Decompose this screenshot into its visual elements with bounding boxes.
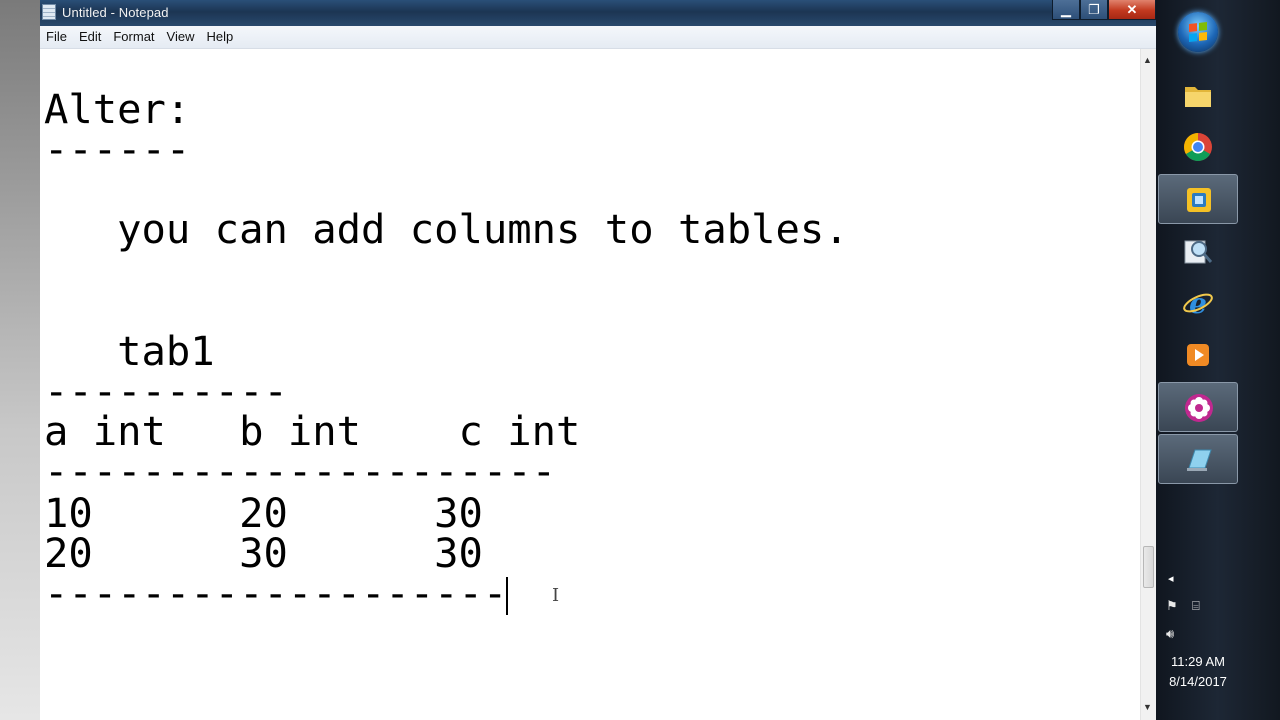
notepad-taskbar-icon xyxy=(1187,188,1211,212)
desktop-background xyxy=(0,0,40,720)
menu-file[interactable]: File xyxy=(46,29,67,44)
editor-line: you can add columns to tables. xyxy=(44,205,849,253)
taskbar-explorer[interactable] xyxy=(1158,70,1238,120)
start-button[interactable] xyxy=(1178,12,1218,52)
clock-date: 8/14/2017 xyxy=(1169,674,1227,689)
clock[interactable]: 11:29 AM 8/14/2017 xyxy=(1156,652,1240,692)
editor-line: Alter: xyxy=(44,85,191,133)
close-button[interactable]: ✕ xyxy=(1108,0,1156,20)
menu-edit[interactable]: Edit xyxy=(78,29,102,44)
window-title: Untitled - Notepad xyxy=(62,4,169,20)
ibeam-cursor-icon: I xyxy=(552,585,560,606)
taskbar-screen-app[interactable] xyxy=(1158,434,1238,484)
clock-time: 11:29 AM xyxy=(1171,654,1225,669)
vertical-scrollbar[interactable]: ▲ ▼ xyxy=(1140,49,1156,720)
editor-line: 10 20 30 xyxy=(44,489,483,537)
menu-help[interactable]: Help xyxy=(206,29,234,44)
editor-line: ---------- xyxy=(44,367,288,415)
window-controls: ▁ ❐ ✕ xyxy=(1052,0,1156,20)
editor-line: tab1 xyxy=(44,327,215,375)
minimize-button[interactable]: ▁ xyxy=(1052,0,1080,20)
scroll-up-icon[interactable]: ▲ xyxy=(1143,55,1152,65)
flower-icon xyxy=(1185,394,1213,422)
screen-icon xyxy=(1187,449,1212,471)
network-icon[interactable]: ⌸ xyxy=(1192,598,1200,613)
notepad-app-icon[interactable] xyxy=(42,4,56,20)
editor-line: ------ xyxy=(44,125,191,173)
taskbar-notepad[interactable] xyxy=(1158,174,1238,224)
tray-expand-icon[interactable]: ◂ xyxy=(1168,573,1174,585)
taskbar-media[interactable] xyxy=(1158,330,1238,380)
title-bar[interactable]: Untitled - Notepad ▁ ❐ ✕ xyxy=(40,0,1156,26)
media-player-icon xyxy=(1187,344,1209,366)
scroll-down-icon[interactable]: ▼ xyxy=(1143,702,1152,712)
menu-view[interactable]: View xyxy=(166,29,195,44)
title-group: Untitled - Notepad xyxy=(42,4,169,20)
menu-bar: File Edit Format View Help xyxy=(40,26,1156,49)
editor-line: --------------------- xyxy=(44,447,557,495)
volume-icon[interactable]: 🔊︎ xyxy=(1166,626,1175,641)
svg-text:e: e xyxy=(1189,287,1207,319)
taskbar: e ◂ ⚑ ⌸ 🔊︎ 11: xyxy=(1156,0,1280,720)
chrome-icon xyxy=(1184,133,1212,161)
taskbar-search[interactable] xyxy=(1158,226,1238,276)
taskbar-flower-app[interactable] xyxy=(1158,382,1238,432)
notepad-window: Untitled - Notepad ▁ ❐ ✕ File Edit Forma… xyxy=(40,0,1156,720)
folder-icon xyxy=(1185,87,1211,107)
editor-line: ------------------- xyxy=(44,569,508,617)
scroll-thumb[interactable] xyxy=(1143,546,1154,588)
windows-logo-icon xyxy=(1189,22,1207,42)
taskbar-ie[interactable]: e xyxy=(1158,278,1238,328)
action-center-flag-icon[interactable]: ⚑ xyxy=(1166,598,1178,613)
magnifier-icon xyxy=(1184,240,1213,264)
ie-icon: e xyxy=(1183,287,1213,319)
taskbar-chrome[interactable] xyxy=(1158,122,1238,172)
text-caret xyxy=(506,577,508,615)
maximize-button[interactable]: ❐ xyxy=(1080,0,1108,20)
editor-line: a int b int c int xyxy=(44,407,581,455)
text-editor[interactable]: Alter: ------ you can add columns to tab… xyxy=(40,49,1140,720)
menu-format[interactable]: Format xyxy=(113,29,155,44)
editor-line: 20 30 30 xyxy=(44,529,483,577)
